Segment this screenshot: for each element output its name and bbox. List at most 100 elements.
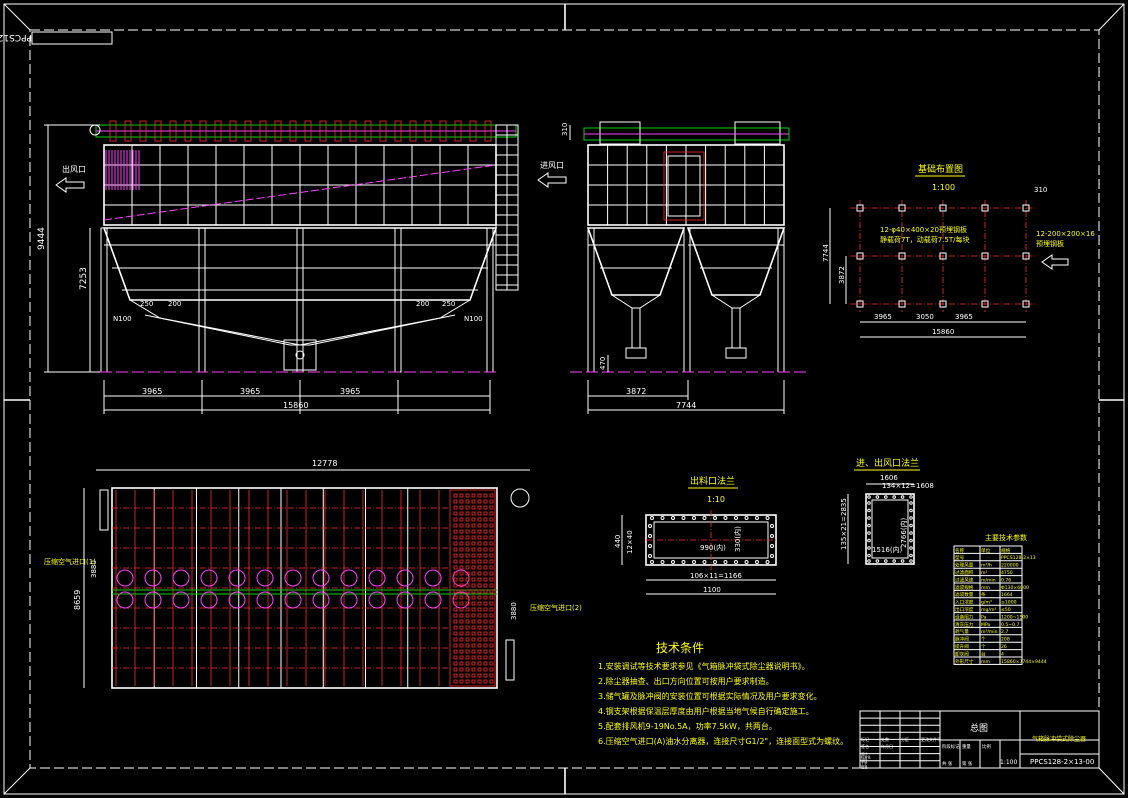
tech-table-cell: 1200~1500	[1001, 614, 1028, 620]
tech-table-cell: Pa	[981, 614, 987, 620]
plan-hatch	[453, 583, 458, 588]
pulse-valve	[169, 120, 177, 142]
plan-hatch	[489, 625, 494, 630]
plan-hatch	[459, 565, 464, 570]
bolt-hole	[909, 553, 913, 558]
plan-hatch	[483, 637, 488, 642]
pulse-valve	[184, 120, 192, 142]
pulse-valve	[259, 120, 267, 142]
plan-hatch	[489, 499, 494, 504]
support-leg	[100, 227, 108, 373]
plan-hatch	[453, 667, 458, 672]
pulse-valve-circle	[312, 591, 330, 609]
plan-hatch	[465, 673, 470, 678]
foundation-note-1: 12-φ40×400×20预埋钢板	[880, 225, 967, 234]
plan-hatch	[453, 589, 458, 594]
plan-hatch	[471, 637, 476, 642]
inlet-dim-left: 135×21=2835	[840, 498, 848, 550]
tech-table-cell: 清灰压力	[955, 621, 974, 628]
plan-hatch	[489, 529, 494, 534]
plan-hatch	[453, 655, 458, 660]
plan-hatch	[471, 631, 476, 636]
pulse-valve	[334, 120, 342, 142]
bolt-hole	[755, 560, 759, 564]
bolt-hole	[681, 560, 686, 564]
title-block-label: 比例	[982, 743, 991, 750]
title-block-scale: 1:100	[1000, 759, 1017, 766]
plan-hatch	[477, 607, 482, 612]
anchor-plate	[939, 252, 947, 260]
plan-hatch	[453, 499, 458, 504]
tech-table-cell: PPCS128-2×13	[1001, 555, 1036, 561]
bolt-hole	[909, 538, 913, 543]
pulse-valve	[304, 120, 312, 142]
anchor-plate	[939, 204, 947, 212]
discharge-dim-inner: 990(内)	[700, 543, 726, 552]
plan-hatch	[477, 649, 482, 654]
tech-table-cell: 滤袋规格	[955, 584, 974, 591]
plan-hatch	[483, 667, 488, 672]
tech-table-cell: 卸灰阀	[955, 650, 969, 657]
tech-table-cell: 台	[981, 650, 986, 657]
plan-hatch	[483, 511, 488, 516]
plan-hatch	[453, 613, 458, 618]
plan-hatch	[483, 559, 488, 564]
title-block-label: 分区	[901, 736, 909, 742]
front-flange-left: N100	[113, 315, 132, 323]
bolt-hole	[723, 516, 728, 520]
plan-hatch	[477, 499, 482, 504]
plan-hatch	[483, 577, 488, 582]
plan-hatch	[459, 541, 464, 546]
bolt-hole	[909, 516, 913, 520]
bolt-hole	[909, 523, 913, 528]
bolt-hole	[702, 516, 707, 520]
bolt-hole	[648, 554, 652, 558]
plan-hatch	[483, 499, 488, 504]
pulse-valve	[439, 120, 447, 142]
plan-hatch	[489, 583, 494, 588]
pulse-valve	[199, 120, 207, 142]
tech-table-cell: 过滤面积	[955, 569, 974, 576]
plan-hatch	[477, 523, 482, 528]
plan-hatch	[477, 637, 482, 642]
bolt-hole	[660, 516, 665, 520]
tech-table-cell: 规格	[1001, 547, 1011, 554]
plan-hatch	[465, 559, 470, 564]
plan-hatch	[489, 571, 494, 576]
pulse-valve	[229, 120, 237, 142]
tech-table-cell: mm	[981, 660, 990, 665]
bolt-hole	[692, 516, 696, 520]
plan-hatch	[465, 517, 470, 522]
side-dim-total: 7744	[676, 401, 696, 410]
title-block-label: 重量	[962, 743, 971, 750]
pulse-valve	[394, 120, 402, 142]
tech-table-cell: 入口浓度	[955, 599, 974, 606]
plan-hatch	[465, 595, 470, 600]
plan-hatch	[489, 541, 494, 546]
side-dim-top: 310	[561, 123, 569, 136]
plan-hatch	[471, 553, 476, 558]
plan-hatch	[453, 679, 458, 684]
plan-hatch	[489, 517, 494, 522]
plan-hatch	[477, 673, 482, 678]
plan-hatch	[483, 673, 488, 678]
plan-hatch	[453, 625, 458, 630]
plan-hatch	[477, 643, 482, 648]
plan-hatch	[471, 529, 476, 534]
plan-hatch	[477, 553, 482, 558]
plan-hatch	[477, 661, 482, 666]
plan-hatch	[471, 565, 476, 570]
plan-hatch	[477, 577, 482, 582]
plan-hatch	[459, 559, 464, 564]
plan-hatch	[483, 493, 488, 498]
plan-hatch	[471, 607, 476, 612]
tech-table-cell: 个	[981, 637, 986, 643]
plan-hatch	[489, 535, 494, 540]
tech-table-cell: 220000	[1001, 563, 1019, 569]
plan-hatch	[459, 499, 464, 504]
pulse-valve-circle	[312, 569, 330, 587]
plan-hatch	[459, 679, 464, 684]
bolt-hole	[867, 538, 871, 543]
plan-hatch	[489, 493, 494, 498]
